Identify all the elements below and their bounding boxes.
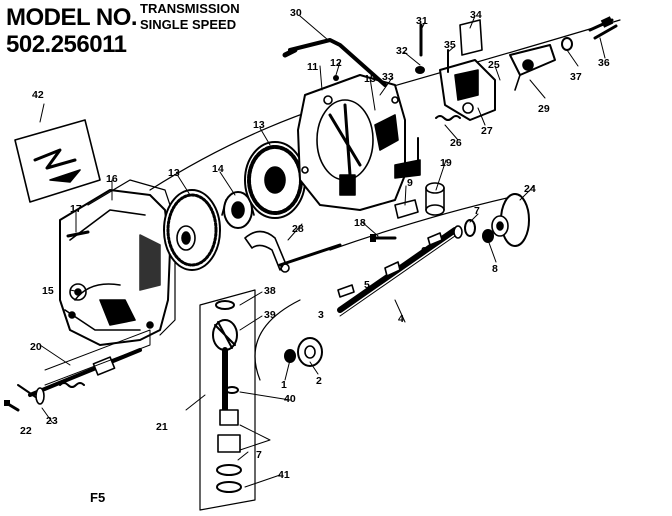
callout: 27 (481, 125, 493, 137)
callout: 30 (290, 7, 302, 19)
callout: 21 (156, 421, 168, 433)
callout: 39 (264, 309, 276, 321)
callout: 37 (570, 71, 582, 83)
callout: 42 (32, 89, 44, 101)
callout: 34 (470, 9, 482, 21)
washer-1 (284, 349, 296, 363)
callout: 13 (168, 167, 180, 179)
washer (561, 37, 573, 51)
bracket (439, 59, 496, 121)
rod-bracket (44, 329, 151, 386)
output-gear (491, 193, 530, 247)
pin-17 (66, 230, 90, 238)
washer-8 (482, 229, 494, 243)
callout: 12 (330, 57, 342, 69)
pinion-shaft (212, 319, 238, 413)
ring-38 (215, 300, 235, 310)
callout: 8 (492, 263, 498, 275)
callout: 41 (278, 469, 290, 481)
bevel-gear (244, 141, 306, 219)
callout: 36 (598, 57, 610, 69)
diagram-title: TRANSMISSION (140, 1, 240, 16)
callout-labels: 1 2 3 4 5 6 7 7 8 9 10 11 12 13 13 14 15… (20, 7, 610, 481)
bracket-outline (199, 289, 256, 511)
shift-fork (244, 230, 342, 273)
callout: 7 (474, 205, 480, 217)
callout: 31 (416, 15, 428, 27)
callout: 15 (364, 73, 376, 85)
callout: 24 (524, 183, 536, 195)
callout: 40 (284, 393, 296, 405)
bushing-stack (216, 409, 242, 493)
key-3 (337, 284, 355, 298)
callout: 11 (307, 61, 318, 73)
callout: 32 (396, 45, 408, 57)
key-5 (384, 261, 401, 277)
callout: 1 (281, 379, 287, 391)
model-label: MODEL NO. (6, 4, 138, 31)
clip-9 (394, 199, 419, 219)
callout: 15 (42, 285, 54, 297)
decal-card (14, 119, 101, 203)
callout: 29 (538, 103, 550, 115)
bushing (425, 182, 445, 216)
alignment-line-left (254, 299, 301, 381)
callout: 35 (444, 39, 456, 51)
shift-lever (282, 38, 387, 87)
callout: 7 (256, 449, 262, 461)
right-housing (297, 74, 421, 211)
callout: 4 (398, 313, 404, 325)
axle-shaft (337, 225, 463, 317)
callout: 10 (402, 163, 414, 175)
callout: 2 (316, 375, 322, 387)
callout: 13 (253, 119, 265, 131)
callout: 3 (318, 309, 324, 321)
callout: 17 (70, 203, 82, 215)
model-number: 502.256011 (6, 31, 127, 58)
ring-40 (225, 386, 239, 394)
screw-12 (333, 75, 339, 81)
callout: 26 (450, 137, 462, 149)
callout: 23 (46, 415, 58, 427)
washer-7 (464, 219, 476, 237)
callout: 38 (264, 285, 276, 297)
callout: 16 (106, 173, 118, 185)
callout: 33 (382, 71, 394, 83)
shift-rod (17, 348, 142, 405)
spur-gear (297, 337, 323, 367)
small-gear (221, 191, 255, 229)
callout: 20 (30, 341, 42, 353)
callout: 9 (407, 177, 413, 189)
leader-7-bracket (239, 424, 271, 451)
alignment-line-lower (329, 194, 521, 251)
figure-code: F5 (90, 490, 106, 505)
callout: 5 (364, 279, 370, 291)
plate (459, 19, 483, 56)
callout: 28 (292, 223, 304, 235)
diagram-subtitle: SINGLE SPEED (140, 17, 237, 32)
key-6 (427, 232, 443, 246)
callout: 22 (20, 425, 32, 437)
left-housing (59, 189, 171, 346)
spring (435, 115, 461, 121)
callout: 19 (440, 157, 452, 169)
leader-lines (39, 15, 606, 488)
callout: 6 (421, 245, 427, 257)
callout: 18 (354, 217, 366, 229)
large-gear-left (163, 189, 221, 271)
callout: 25 (488, 59, 500, 71)
callout: 14 (212, 163, 224, 175)
nut (415, 66, 425, 74)
link-arm (509, 44, 556, 91)
